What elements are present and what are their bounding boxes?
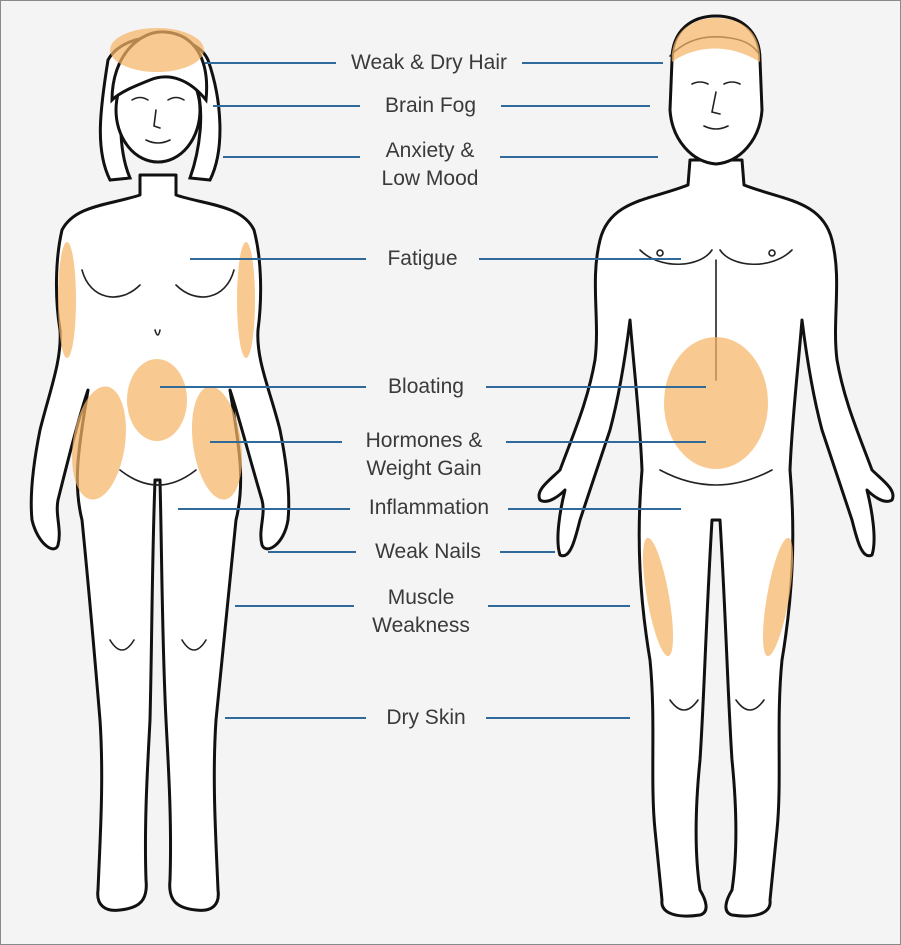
label-dry-skin: Dry Skin <box>370 704 482 732</box>
female-left-arm-highlight <box>58 242 76 358</box>
label-fatigue: Fatigue <box>370 245 475 273</box>
male-figure <box>539 16 893 916</box>
label-hormones-weight-gain: Hormones & Weight Gain <box>346 427 502 483</box>
female-figure <box>31 28 288 910</box>
label-inflammation: Inflammation <box>354 494 504 522</box>
label-bloating: Bloating <box>370 373 482 401</box>
label-weak-dry-hair: Weak & Dry Hair <box>340 49 518 77</box>
male-belly-highlight <box>664 337 768 469</box>
label-muscle-weakness: Muscle Weakness <box>358 584 484 640</box>
label-weak-nails: Weak Nails <box>360 538 496 566</box>
label-brain-fog: Brain Fog <box>364 92 497 120</box>
female-belly-highlight <box>127 359 187 441</box>
label-anxiety-low-mood: Anxiety & Low Mood <box>364 137 496 193</box>
female-hair-highlight <box>110 28 204 72</box>
